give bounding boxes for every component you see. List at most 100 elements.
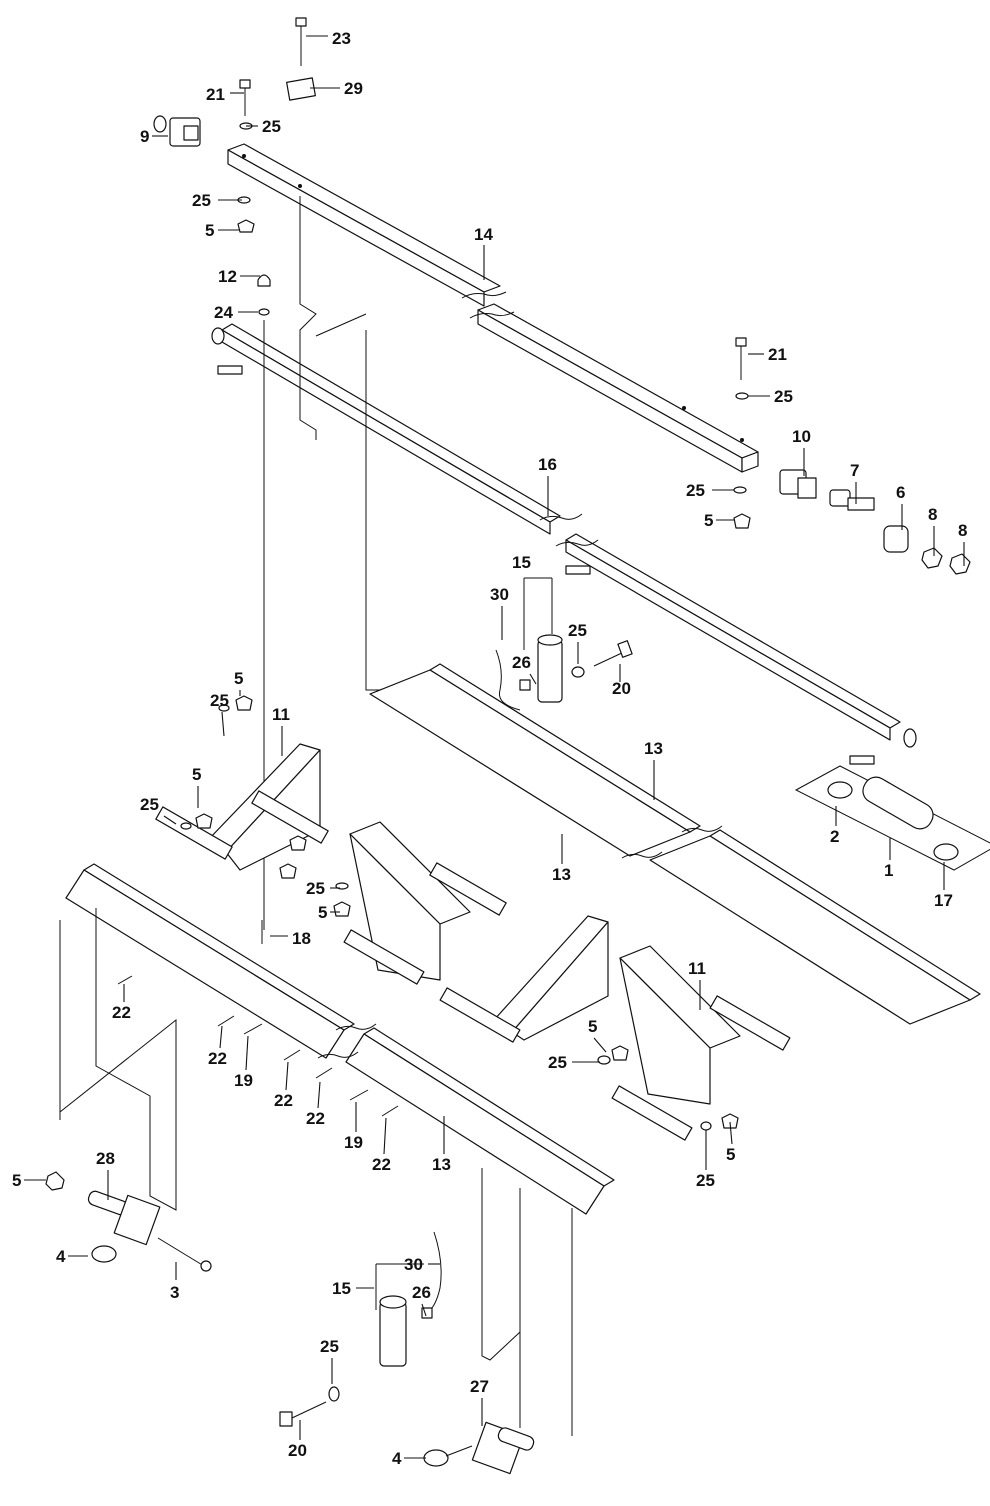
leader-line — [245, 1035, 249, 1071]
callout-c1: 1 — [884, 838, 893, 880]
callout-c25f: 25 — [210, 691, 229, 737]
callout-c5e: 5 — [318, 903, 340, 922]
guide-line-bottom — [481, 1168, 521, 1361]
bolts-22-19 — [117, 920, 399, 1117]
part-number-label: 5 — [704, 511, 713, 530]
bolt-20-upper — [593, 640, 633, 667]
callout-c25b: 25 — [192, 191, 242, 210]
leader-line — [285, 1061, 289, 1091]
callout-c15b: 15 — [332, 1279, 374, 1298]
callout-c18: 18 — [270, 929, 311, 948]
part-number-label: 25 — [192, 191, 211, 210]
part-number-label: 24 — [214, 303, 233, 322]
angle-rail-13-upper — [369, 663, 981, 1025]
part-number-label: 8 — [928, 505, 937, 524]
callout-c11a: 11 — [272, 705, 290, 756]
leader-line — [221, 711, 225, 737]
callout-c22b: 22 — [208, 1025, 227, 1068]
callout-c5d: 5 — [192, 765, 201, 808]
callout-c21a: 21 — [206, 85, 244, 104]
hose-guide-box — [794, 765, 990, 871]
washer-25-lower — [328, 1386, 340, 1402]
part-number-label: 23 — [332, 29, 351, 48]
part-number-label: 3 — [170, 1283, 179, 1302]
triangle-frame-left — [349, 821, 507, 981]
guide-line-left — [59, 908, 177, 1211]
part-number-label: 6 — [896, 483, 905, 502]
callout-c2: 2 — [830, 806, 839, 846]
callout-c21b: 21 — [748, 345, 787, 364]
callout-c22e: 22 — [372, 1117, 391, 1174]
assembly-guide-line-2 — [365, 330, 388, 691]
part-number-label: 2 — [830, 827, 839, 846]
part-number-label: 5 — [588, 1017, 597, 1036]
callout-c5b: 5 — [704, 511, 734, 530]
callout-c11b: 11 — [688, 959, 706, 1010]
part-number-label: 28 — [96, 1149, 115, 1168]
part-number-label: 5 — [12, 1171, 21, 1190]
leader-line — [317, 1081, 321, 1109]
part-number-label: 15 — [332, 1279, 351, 1298]
part-number-label: 20 — [288, 1441, 307, 1460]
hose-clamp-2 — [827, 781, 853, 799]
callout-c7: 7 — [850, 461, 859, 504]
leader-line — [729, 1121, 733, 1145]
callout-c26a: 26 — [512, 653, 537, 685]
callout-c25d: 25 — [686, 481, 734, 500]
part-number-label: 17 — [934, 891, 953, 910]
fasteners — [180, 695, 739, 1131]
callout-c22a: 22 — [112, 984, 131, 1022]
assembly-guide-line — [299, 196, 317, 440]
callout-c17: 17 — [934, 862, 953, 910]
part-number-label: 25 — [548, 1053, 567, 1072]
bolt-20-lower — [279, 1401, 327, 1427]
part-number-label: 5 — [205, 221, 214, 240]
callout-c30b: 30 — [404, 1255, 440, 1274]
part-number-label: 25 — [568, 621, 587, 640]
hose-clamp-17 — [933, 843, 959, 861]
part-number-label: 13 — [644, 739, 663, 758]
part-number-label: 21 — [206, 85, 225, 104]
part-number-label: 19 — [344, 1133, 363, 1152]
part-number-label: 22 — [372, 1155, 391, 1174]
part-number-label: 16 — [538, 455, 557, 474]
callout-c20a: 20 — [612, 664, 631, 698]
leader-line — [529, 673, 537, 685]
part-number-label: 14 — [474, 225, 493, 244]
callout-c25e: 25 — [568, 621, 587, 664]
callout-c5a: 5 — [205, 221, 240, 240]
round-shaft-16 — [211, 323, 917, 765]
part-number-label: 19 — [234, 1071, 253, 1090]
part-number-label: 15 — [512, 553, 531, 572]
part-number-label: 22 — [208, 1049, 227, 1068]
callout-c28: 28 — [96, 1149, 115, 1200]
plate-lower-right — [611, 1085, 693, 1141]
part-number-label: 5 — [318, 903, 327, 922]
part-number-label: 22 — [112, 1003, 131, 1022]
part-number-label: 13 — [552, 865, 571, 884]
part-number-label: 27 — [470, 1377, 489, 1396]
part-number-label: 30 — [490, 585, 509, 604]
part-number-label: 18 — [292, 929, 311, 948]
callout-c5h: 5 — [12, 1171, 46, 1190]
part-number-label: 22 — [274, 1091, 293, 1110]
leader-line — [383, 1117, 387, 1155]
callout-c19a: 19 — [234, 1035, 253, 1090]
part-number-label: 5 — [234, 669, 243, 688]
hose-1 — [862, 776, 934, 830]
part-number-label: 25 — [262, 117, 281, 136]
callout-c25k: 25 — [320, 1337, 339, 1384]
callout-c16: 16 — [538, 455, 557, 516]
coupling-assembly — [779, 469, 971, 575]
callout-c13a: 13 — [644, 739, 663, 800]
square-tube-14 — [227, 143, 759, 473]
part-number-label: 7 — [850, 461, 859, 480]
part-number-label: 5 — [726, 1145, 735, 1164]
angle-rail-13-lower — [65, 863, 615, 1215]
callout-c4b: 4 — [392, 1449, 426, 1468]
callout-c25h: 25 — [306, 879, 340, 898]
part-number-label: 22 — [306, 1109, 325, 1128]
leader-line — [219, 1025, 223, 1049]
